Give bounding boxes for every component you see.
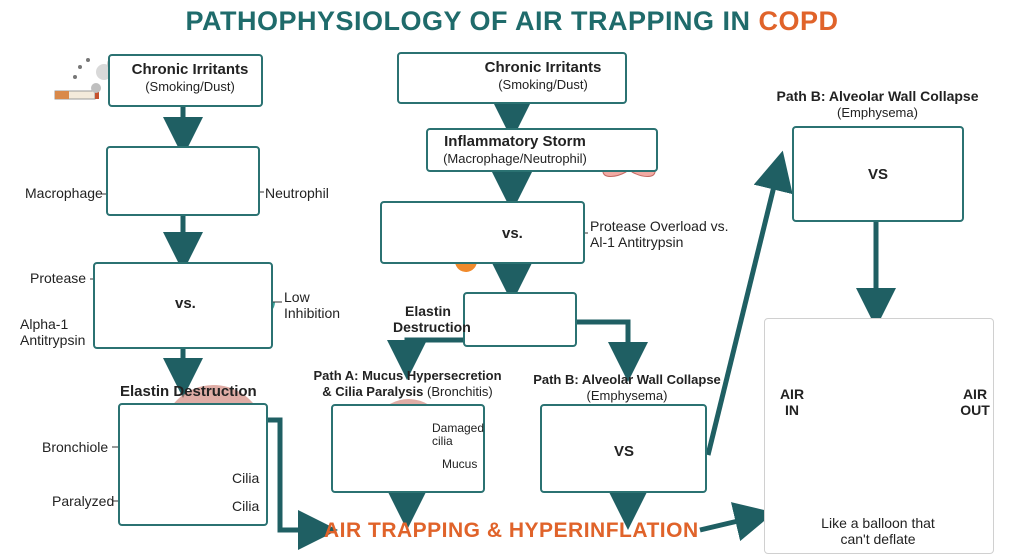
paralyzed-label: Paralyzed xyxy=(52,493,115,509)
overload-label: Protease Overload vs. Al-1 Antitrypsin xyxy=(590,218,729,250)
mucus-label: Mucus xyxy=(442,457,478,471)
left-irritants-title: Chronic Irritants xyxy=(131,61,249,78)
neutrophil-label: Neutrophil xyxy=(265,185,329,201)
page-title: PATHOPHYSIOLOGY OF AIR TRAPPING IN COPD xyxy=(185,6,839,36)
center-elastin-label: Elastin Destruction xyxy=(393,303,471,335)
left-elastin-heading: Elastin Destruction xyxy=(120,383,257,400)
low-inhibition-label: Low Inhibition xyxy=(284,289,341,321)
path-b-right-subtitle: (Emphysema) xyxy=(837,105,918,120)
path-b-right-vs: VS xyxy=(868,166,889,183)
path-b-center-box xyxy=(540,404,707,493)
air-out-label: AIR OUT xyxy=(960,386,990,418)
center-flow-arrows xyxy=(387,100,793,542)
path-b-right-box xyxy=(792,126,964,222)
left-irritants-subtitle: (Smoking/Dust) xyxy=(145,79,235,94)
left-balance-box xyxy=(93,262,273,349)
alpha-antitrypsin-label: Alpha-1 Antitrypsin xyxy=(20,316,86,348)
left-to-result-arrow xyxy=(268,417,338,550)
macrophage-label: Macrophage xyxy=(25,185,103,201)
path-b-center-title: Path B: Alveolar Wall Collapse xyxy=(533,372,721,387)
center-irritants-title: Chronic Irritants xyxy=(484,59,602,76)
overload-vs-label: vs. xyxy=(502,225,523,242)
cilia-label-2: Cilia xyxy=(232,498,260,514)
path-a-box xyxy=(331,404,485,493)
storm-title: Inflammatory Storm xyxy=(444,133,586,150)
left-bronchiole-box xyxy=(118,403,268,526)
path-b-center-vs: VS xyxy=(614,443,635,460)
center-irritants-box xyxy=(397,52,627,104)
air-in-label: AIR IN xyxy=(779,386,805,418)
center-irritants-subtitle: (Smoking/Dust) xyxy=(498,77,588,92)
protease-label: Protease xyxy=(30,270,87,286)
center-storm-box xyxy=(426,128,658,172)
damaged-cilia-label: Damaged cilia xyxy=(432,421,485,449)
left-irritants-box xyxy=(108,54,263,107)
left-cells-box xyxy=(106,146,260,216)
lungs-box xyxy=(764,318,994,554)
path-b-right-title: Path B: Alveolar Wall Collapse xyxy=(776,88,979,104)
path-a-subtitle: & Cilia Paralysis (Bronchitis) xyxy=(322,384,493,399)
path-a-title: Path A: Mucus Hypersecretion xyxy=(313,368,502,383)
cilia-label-1: Cilia xyxy=(232,470,260,486)
path-b-center-subtitle: (Emphysema) xyxy=(586,388,668,403)
center-elastin-box xyxy=(463,292,577,347)
result-label: AIR TRAPPING & HYPERINFLATION xyxy=(324,519,699,542)
center-overload-box xyxy=(380,201,585,264)
storm-subtitle: (Macrophage/Neutrophil) xyxy=(443,151,587,166)
left-vs-label: vs. xyxy=(175,295,196,312)
balloon-caption: Like a balloon that can't deflate xyxy=(821,515,935,547)
bronchiole-label: Bronchiole xyxy=(42,439,109,455)
